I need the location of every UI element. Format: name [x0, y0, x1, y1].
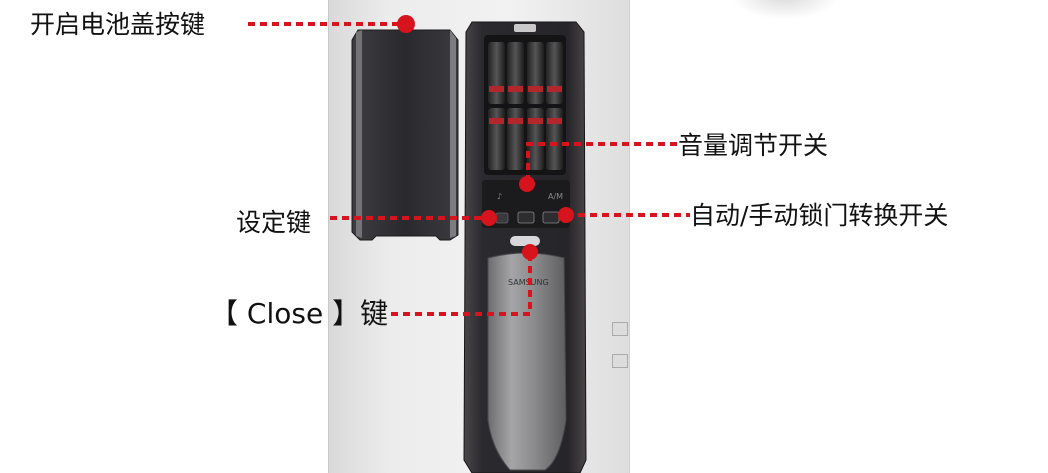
background-shadow	[730, 0, 840, 20]
latch-part-upper	[612, 322, 628, 336]
label-close-key: 【 Close 】键	[210, 297, 389, 330]
callout-dot-battery-cover	[397, 15, 415, 33]
callout-line-close	[388, 254, 532, 316]
battery-cover	[351, 29, 459, 241]
label-volume-switch: 音量调节开关	[678, 131, 829, 160]
close-key	[510, 236, 540, 246]
callout-dot-auto	[558, 207, 574, 223]
svg-text:A/M: A/M	[548, 192, 563, 201]
callout-line-volume	[526, 142, 678, 182]
callout-dot-volume	[519, 176, 535, 192]
volume-switch	[517, 211, 535, 224]
svg-text:♪: ♪	[497, 192, 502, 201]
callout-dot-set	[481, 210, 497, 226]
set-key	[495, 212, 509, 224]
callout-dot-close	[522, 244, 538, 260]
auto-manual-switch	[542, 211, 560, 224]
callout-dots	[397, 15, 574, 260]
batteries	[488, 42, 563, 170]
label-auto-manual-switch: 自动/手动锁门转换开关	[690, 201, 949, 230]
callouts	[248, 22, 690, 316]
latch-part-lower	[612, 354, 628, 368]
label-battery-cover: 开启电池盖按键	[30, 10, 206, 39]
label-set-key: 设定键	[236, 208, 312, 237]
